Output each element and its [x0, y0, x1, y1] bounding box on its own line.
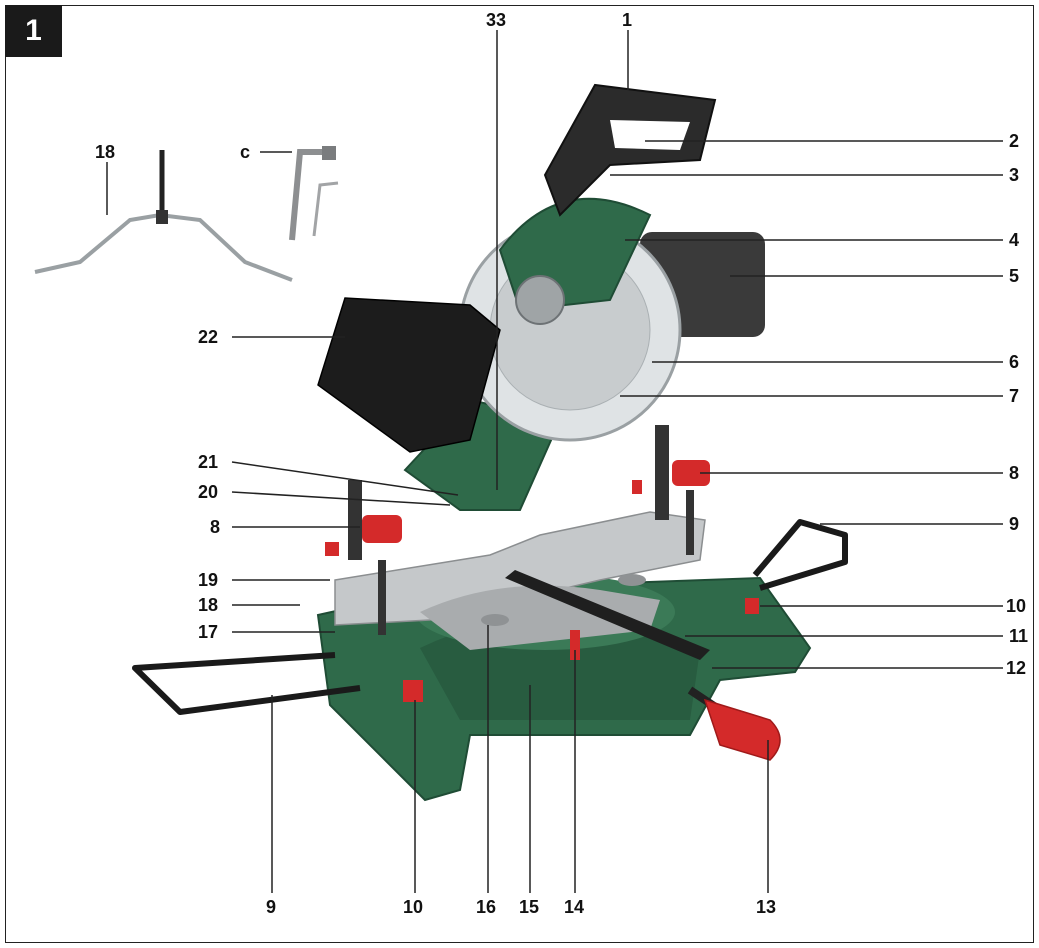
callout-15: 15: [519, 897, 540, 917]
accessory-wrenches: [289, 146, 339, 241]
callout-18: 18: [198, 595, 219, 615]
figure-number-badge: 1: [5, 5, 62, 57]
callout-4: 4: [1009, 230, 1020, 250]
callout-13: 13: [756, 897, 777, 917]
clamp-screw-left: [378, 560, 386, 635]
callout-21: 21: [198, 452, 219, 472]
callout-10-bottom: 10: [403, 897, 424, 917]
figure-frame: [5, 5, 1034, 943]
callout-2: 2: [1009, 131, 1020, 151]
callout-19: 19: [198, 570, 219, 590]
callout-7: 7: [1009, 386, 1020, 406]
callout-9-right: 9: [1009, 514, 1020, 534]
dust-bag: [317, 297, 501, 453]
guide-rail: [505, 570, 710, 660]
callout-11: 11: [1009, 626, 1029, 646]
extension-arm-left: [132, 652, 361, 715]
clamp-screw-right: [686, 490, 694, 555]
callout-16: 16: [476, 897, 497, 917]
saw-handle: [543, 83, 717, 217]
callout-18-accessory: 18: [95, 142, 116, 162]
clamp-post-right: [655, 425, 669, 520]
callout-5: 5: [1009, 266, 1020, 286]
callout-6: 6: [1009, 352, 1020, 372]
accessory-stop-bracket: [34, 150, 293, 282]
fence-plates: [334, 511, 706, 650]
callout-8-left: 8: [210, 517, 221, 537]
table-lock-handle: [687, 686, 781, 761]
callout-22: 22: [198, 327, 219, 347]
callout-33: 33: [486, 10, 507, 30]
callout-12: 12: [1006, 658, 1027, 678]
callout-17: 17: [198, 622, 219, 642]
callout-c: c: [240, 142, 251, 162]
clamp-post-left: [348, 480, 362, 560]
callout-14: 14: [564, 897, 585, 917]
callout-20: 20: [198, 482, 219, 502]
extension-arm-right: [752, 519, 848, 591]
callout-8-right: 8: [1009, 463, 1020, 483]
leader-lines: [106, 30, 1003, 893]
callout-1: 1: [622, 10, 633, 30]
callout-10-right: 10: [1006, 596, 1027, 616]
callout-9-bottom: 9: [266, 897, 277, 917]
callout-3: 3: [1009, 165, 1020, 185]
